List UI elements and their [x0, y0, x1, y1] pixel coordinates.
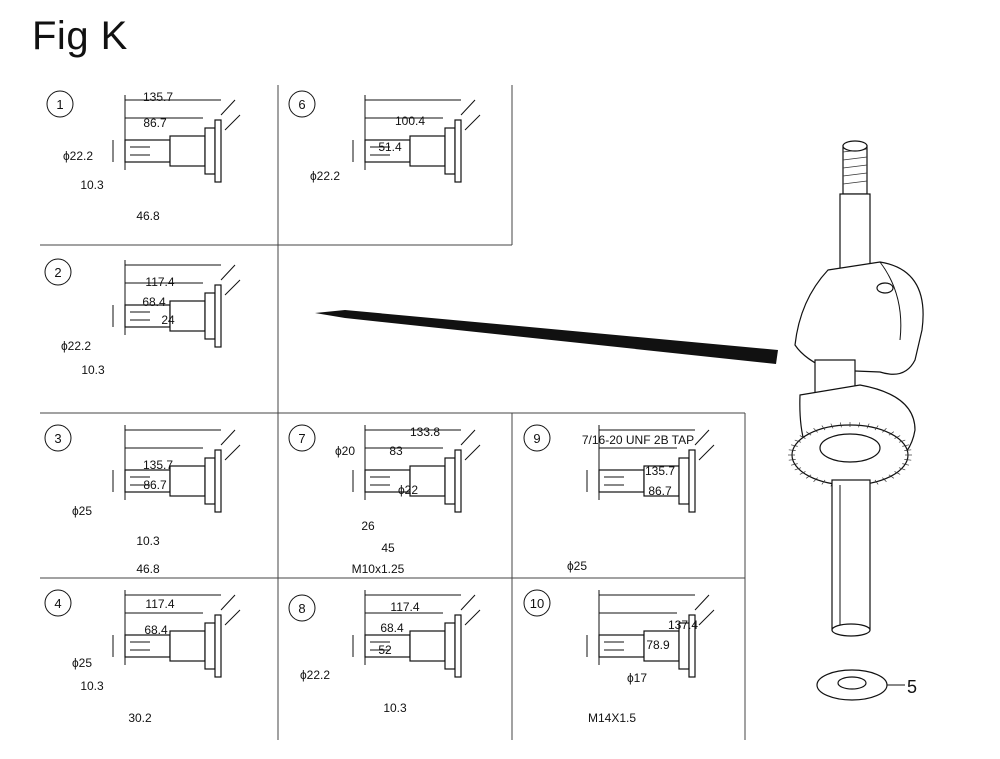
dimension-label: 46.8: [136, 562, 160, 576]
dimension-label: ϕ20: [335, 444, 355, 458]
shaft-drawing: [112, 425, 241, 513]
panel-1: 1 135.7 86.7 ϕ22.2 10.3 46.8: [46, 90, 241, 223]
dimension-label: 86.7: [143, 478, 167, 492]
shaft-drawing: [586, 590, 715, 678]
dimension-label: 52: [378, 643, 392, 657]
dimension-label: 135.7: [143, 90, 173, 104]
shaft-drawing: [352, 590, 481, 678]
dimension-label: 46.8: [136, 209, 160, 223]
dimension-label: 135.7: [645, 464, 675, 478]
panel-grid: [40, 85, 746, 740]
panel-4: 4 117.4 68.4 ϕ25 10.3 30.2: [44, 589, 241, 725]
dimension-label: 117.4: [145, 275, 174, 289]
dimension-label: ϕ22.2: [310, 169, 340, 183]
panel-number-circle: [288, 90, 316, 118]
panel-2: 2 117.4 68.4 24 ϕ22.2 10.3: [44, 258, 241, 377]
panel-number-circle: [523, 424, 551, 452]
dimension-label: 135.7: [143, 458, 173, 472]
dimension-label: 26: [361, 519, 375, 533]
panel-number: 8: [298, 601, 305, 616]
dimension-label: 117.4: [390, 600, 419, 614]
shaft-drawing: [112, 590, 241, 678]
panel-number: 7: [298, 431, 305, 446]
dimension-label: 86.7: [143, 116, 167, 130]
dimension-label: 78.9: [646, 638, 670, 652]
dimension-label: 100.4: [395, 114, 425, 128]
dimension-label: 45: [381, 541, 395, 555]
shaft-drawing: [112, 260, 241, 348]
panel-3: 3 135.7 86.7 ϕ25 10.3 46.8: [44, 424, 241, 576]
panel-number-circle: [44, 258, 72, 286]
figure-title: Fig K: [32, 14, 128, 58]
panel-8: 8 117.4 68.4 52 ϕ22.2 10.3: [288, 590, 481, 715]
panel-number: 1: [56, 97, 63, 112]
panel-6: 6 100.4 51.4 ϕ22.2: [288, 90, 481, 183]
dimension-label: 10.3: [81, 363, 105, 377]
panel-number: 3: [54, 431, 61, 446]
panel-number: 4: [54, 596, 61, 611]
dimension-label: ϕ22: [398, 483, 418, 497]
panel-number: 9: [533, 431, 540, 446]
dimension-label: ϕ25: [72, 504, 92, 518]
dimension-label: ϕ25: [72, 656, 92, 670]
dimension-label: 10.3: [80, 178, 104, 192]
shaft-drawing: [352, 425, 481, 513]
shaft-drawing: [352, 95, 481, 183]
panel-number-circle: [46, 90, 74, 118]
dimension-label: 117.4: [145, 597, 174, 611]
dimension-label: 86.7: [648, 484, 672, 498]
pointer-arrow: [315, 310, 778, 364]
dimension-label: ϕ25: [567, 559, 587, 573]
dimension-label: ϕ22.2: [300, 668, 330, 682]
panel-number-circle: [44, 589, 72, 617]
dimension-label: 10.3: [80, 679, 104, 693]
dimension-label: 133.8: [410, 425, 440, 439]
panel-number: 10: [530, 596, 544, 611]
panel-number: 6: [298, 97, 305, 112]
panel-number-circle: [44, 424, 72, 452]
dimension-label: ϕ22.2: [63, 149, 93, 163]
dimension-label: 68.4: [142, 295, 166, 309]
dimension-label: 7/16-20 UNF 2B TAP: [582, 433, 694, 447]
dimension-label: 51.4: [378, 140, 402, 154]
callout-5: 5: [907, 677, 917, 697]
dimension-label: 68.4: [380, 621, 404, 635]
crankshaft-illustration: [788, 140, 924, 701]
panel-number-circle: [523, 589, 551, 617]
dimension-label: 68.4: [144, 623, 168, 637]
dimension-label: ϕ17: [627, 671, 647, 685]
dimension-label: 10.3: [136, 534, 160, 548]
shaft-drawing: [586, 425, 715, 513]
dimension-label: M14X1.5: [588, 711, 636, 725]
panel-number-circle: [288, 424, 316, 452]
dimension-label: 10.3: [383, 701, 407, 715]
panel-9: 9 7/16-20 UNF 2B TAP 135.7 86.7 ϕ25: [523, 424, 715, 573]
dimension-label: M10x1.25: [352, 562, 405, 576]
panel-number-circle: [288, 594, 316, 622]
dimension-label: 24: [161, 313, 175, 327]
dimension-label: 30.2: [128, 711, 152, 725]
dimension-label: 137.4: [668, 618, 698, 632]
shaft-drawing: [112, 95, 241, 183]
dimension-label: ϕ22.2: [61, 339, 91, 353]
dimension-label: 83: [389, 444, 403, 458]
panel-number: 2: [54, 265, 61, 280]
